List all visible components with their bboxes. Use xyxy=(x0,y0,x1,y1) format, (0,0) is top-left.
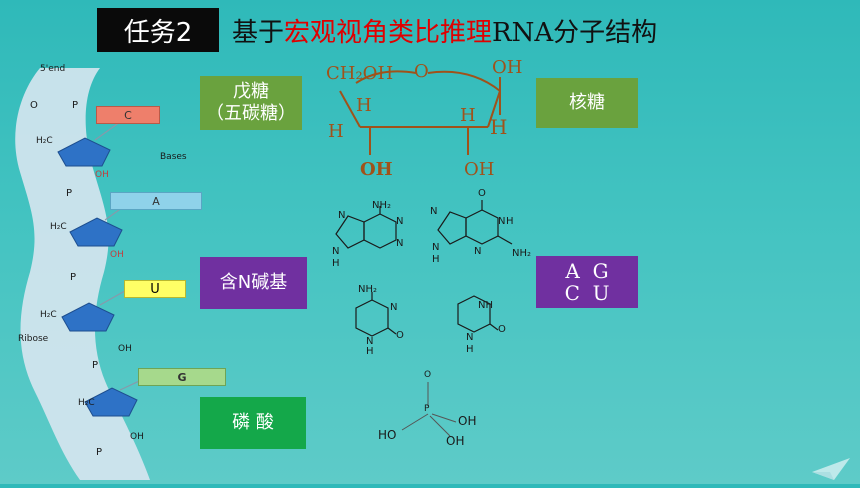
pentose-box: 戊糖 （五碳糖） xyxy=(200,76,302,130)
strand-h2c-2: H₂C xyxy=(50,222,67,232)
strand-o-label: O xyxy=(30,100,38,111)
ribose-h-right-2: H xyxy=(490,115,508,139)
phosphate-o-top: O xyxy=(424,370,432,380)
cytosine-o: O xyxy=(396,330,404,341)
guanine-structure: O N H N N N H NH₂ xyxy=(420,188,540,272)
strand-ribose-label: Ribose xyxy=(18,334,49,344)
slide-title: 基于宏观视角类比推理RNA分子结构 xyxy=(232,12,657,49)
pentose-line2: （五碳糖） xyxy=(206,103,296,124)
task-badge: 任务2 xyxy=(97,8,219,52)
strand-h2c-4: H₂C xyxy=(78,398,95,408)
ribose-label: 核糖 xyxy=(569,92,605,113)
ribose-ch2oh: CH₂OH xyxy=(326,63,394,84)
uracil-nh: NH xyxy=(478,300,493,311)
cytosine-h: H xyxy=(366,346,374,357)
guanine-o: O xyxy=(478,188,486,199)
nitrogen-base-label: 含N碱基 xyxy=(219,272,288,293)
phosphate-box: 磷 酸 xyxy=(200,397,306,449)
uracil-n: N xyxy=(466,332,474,343)
ribose-ring-o: O xyxy=(414,61,429,82)
phosphate-label: 磷 酸 xyxy=(232,412,274,433)
bases-row2: C U xyxy=(564,281,610,305)
pentose-line1: 戊糖 xyxy=(233,81,269,102)
cytosine-structure: NH₂ N N O H xyxy=(336,284,416,360)
strand-h2c-3: H₂C xyxy=(40,310,57,320)
title-part3: RNA分子结构 xyxy=(492,18,658,48)
guanine-n2: N xyxy=(474,246,482,257)
strand-oh-4: OH xyxy=(130,432,144,442)
strand-oh-3: OH xyxy=(118,344,132,354)
uracil-o: O xyxy=(498,324,506,335)
ribose-ring-svg xyxy=(339,70,501,155)
phosphate-oh-1: OH xyxy=(458,414,477,428)
guanine-n1: N xyxy=(498,216,506,227)
phosphate-oh-2: OH xyxy=(446,434,465,448)
strand-p-3: P xyxy=(70,272,77,283)
rna-strand-illustration: 5'end P O H₂C OH Bases P H₂C OH P H₂C Ri… xyxy=(0,62,195,484)
cytosine-nh2: NH₂ xyxy=(358,284,378,295)
strand-h2c-1: H₂C xyxy=(36,136,53,146)
strand-bases-label: Bases xyxy=(160,152,187,162)
guanine-nh2: NH₂ xyxy=(512,248,532,259)
cytosine-n1: N xyxy=(390,302,398,313)
adenine-n3: N xyxy=(338,210,346,221)
rna-strand-svg xyxy=(15,68,151,480)
title-part1: 基于 xyxy=(232,18,285,48)
ribose-structure: CH₂OH O OH H H H H OH OH xyxy=(320,55,540,185)
phosphate-p: P xyxy=(424,404,430,414)
strand-base-u: U xyxy=(124,280,186,298)
adenine-structure: NH₂ N N N N H xyxy=(318,200,408,274)
phosphate-structure: O P OH HO OH xyxy=(372,366,492,462)
bases-letters-box: A G C U xyxy=(536,256,638,308)
adenine-nh2: NH₂ xyxy=(372,200,392,211)
ribose-h-left-1: H xyxy=(356,95,372,116)
cytosine-n2: N xyxy=(366,336,374,347)
nitrogen-base-box: 含N碱基 xyxy=(200,257,307,309)
ribose-oh-bottom-left: OH xyxy=(360,159,393,180)
strand-end-label: 5'end xyxy=(40,64,66,74)
ribose-h-left-2: H xyxy=(328,121,344,142)
guanine-n4: N xyxy=(432,242,440,253)
strand-p-5: P xyxy=(96,447,103,458)
strand-base-a: A xyxy=(110,192,202,210)
ribose-box: 核糖 xyxy=(536,78,638,128)
ribose-oh-bottom-right: OH xyxy=(464,159,495,180)
strand-p-2: P xyxy=(66,188,73,199)
strand-oh-1: OH xyxy=(95,170,109,180)
phosphate-ho: HO xyxy=(378,428,397,442)
uracil-h: H xyxy=(466,344,474,355)
guanine-h1: H xyxy=(506,216,514,227)
ribose-oh-top-right: OH xyxy=(492,57,523,78)
ribose-h-right-1: H xyxy=(460,105,476,126)
adenine-n2: N xyxy=(396,238,404,249)
title-part2-red: 宏观视角类比推理 xyxy=(284,18,493,48)
strand-p-4: P xyxy=(92,360,99,371)
strand-base-g: G xyxy=(138,368,226,386)
bases-row1: A G xyxy=(565,259,609,283)
paper-plane-icon xyxy=(812,458,852,480)
adenine-n1: N xyxy=(396,216,404,227)
strand-p-1: P xyxy=(72,100,79,111)
strand-base-c: C xyxy=(96,106,160,124)
adenine-n4: N xyxy=(332,246,340,257)
guanine-n3: N xyxy=(430,206,438,217)
uracil-structure: NH O N H xyxy=(444,288,520,360)
strand-oh-2: OH xyxy=(110,250,124,260)
guanine-h2: H xyxy=(432,254,440,265)
adenine-h: H xyxy=(332,258,340,269)
